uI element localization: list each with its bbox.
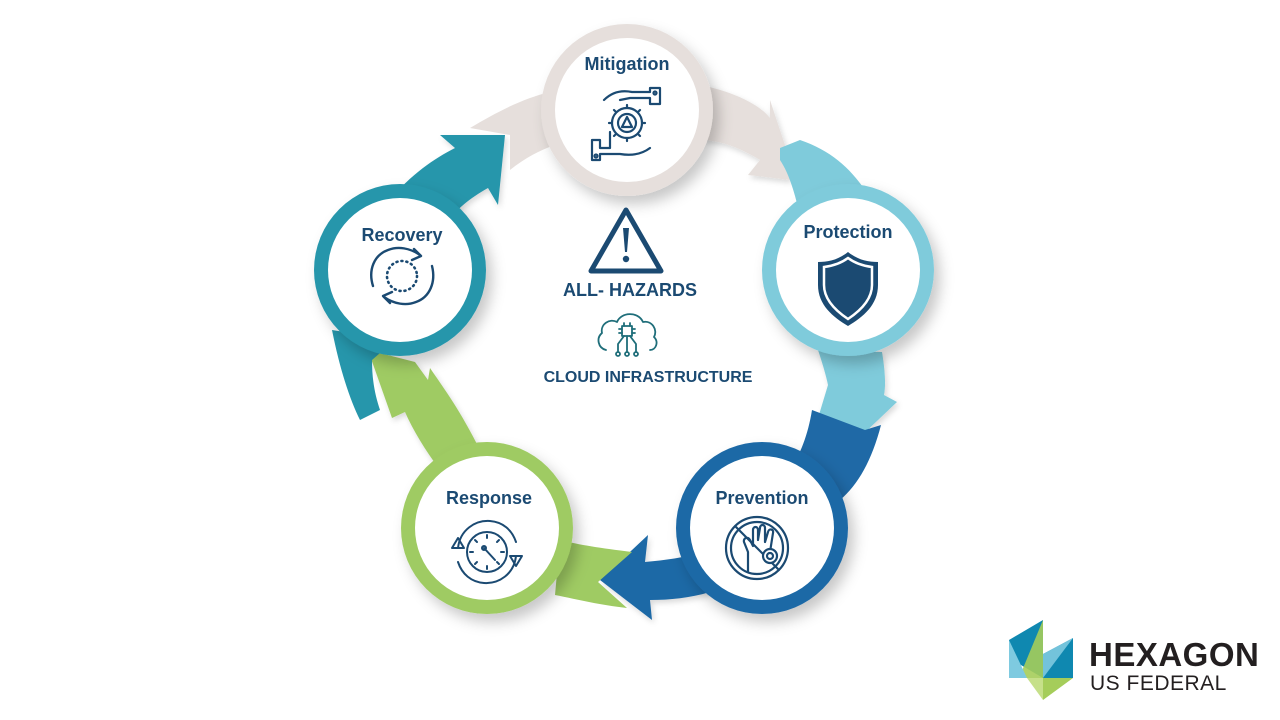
- arrow-protection-to-prevention: [815, 350, 897, 440]
- all-hazards-label: ALL- HAZARDS: [563, 280, 697, 300]
- hexagon-us-federal-logo: HEXAGON US FEDERAL: [1005, 620, 1265, 700]
- clock-cycle-icon: [451, 519, 523, 585]
- recycle-dots-icon: [370, 246, 435, 306]
- stage-response: Response: [401, 442, 573, 614]
- cloud-chip-icon: [597, 313, 658, 357]
- arrow-response-incoming: [555, 540, 632, 608]
- stage-recovery: Recovery: [314, 184, 486, 356]
- warning-triangle-icon: [588, 207, 664, 274]
- logo-title: HEXAGON: [1089, 636, 1260, 673]
- stage-label-response: Response: [446, 488, 532, 508]
- arrow-response-to-recovery: [368, 350, 480, 470]
- stage-label-protection: Protection: [803, 222, 892, 242]
- arrow-mitigation-to-protection: [700, 85, 790, 180]
- arrow-prevention-to-response: [600, 535, 710, 620]
- stage-label-mitigation: Mitigation: [585, 54, 670, 74]
- cloud-infrastructure-label: CLOUD INFRASTRUCTURE: [544, 369, 753, 386]
- stage-mitigation: Mitigation: [541, 24, 713, 196]
- stage-label-prevention: Prevention: [715, 488, 808, 508]
- logo-subtitle: US FEDERAL: [1090, 672, 1227, 695]
- hands-gear-warning-icon: [590, 86, 662, 162]
- center-hazards: ALL- HAZARDS CLOUD INFRASTRUCTURE: [544, 207, 753, 386]
- arrow-mitigation-incoming: [470, 92, 555, 170]
- shield-icon: [818, 252, 878, 326]
- hexagon-logo-mark-icon: [1009, 620, 1073, 700]
- no-hand-virus-icon: [724, 515, 790, 581]
- stage-prevention: Prevention: [676, 442, 848, 614]
- stage-label-recovery: Recovery: [361, 225, 442, 245]
- stage-protection: Protection: [762, 184, 934, 356]
